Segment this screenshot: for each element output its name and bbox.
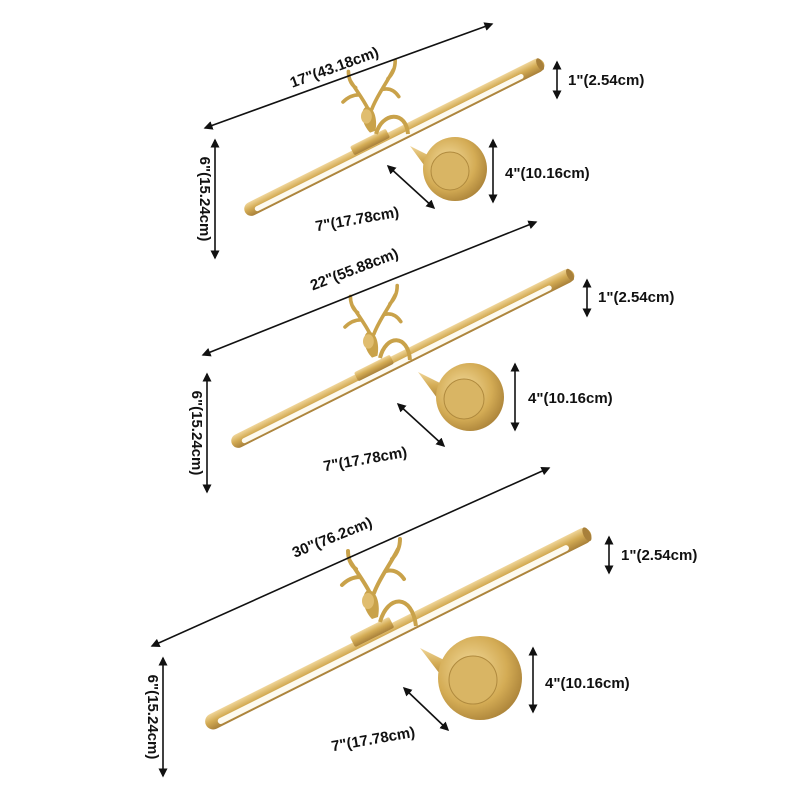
wall-mount-icon <box>418 363 504 431</box>
lamp-bar <box>205 527 592 730</box>
base-label: 4"(10.16cm) <box>505 165 590 182</box>
lamp-bar <box>244 58 545 216</box>
height-label: 6"(15.24cm) <box>144 675 161 760</box>
arm-arrow <box>386 164 436 210</box>
antler-icon <box>341 58 401 133</box>
arm-label: 7"(17.78cm) <box>314 204 400 235</box>
fixture-22in <box>231 268 575 448</box>
base-label: 4"(10.16cm) <box>528 390 613 407</box>
height-label: 6"(15.24cm) <box>188 391 205 476</box>
width-label: 22"(55.88cm) <box>308 245 401 294</box>
mount-plate <box>354 355 394 381</box>
width-label: 30"(76.2cm) <box>290 514 375 561</box>
wall-mount-icon <box>420 636 522 720</box>
tube-label: 1"(2.54cm) <box>621 547 697 564</box>
antler-icon <box>340 537 406 619</box>
lamp-bar <box>231 268 575 448</box>
width-arrow <box>150 466 551 648</box>
dimension-labels: 17"(43.18cm) 6"(15.24cm) 1"(2.54cm) 4"(1… <box>144 44 697 759</box>
width-label: 17"(43.18cm) <box>288 44 381 92</box>
tube-label: 1"(2.54cm) <box>568 72 644 89</box>
wall-mount-icon <box>410 137 487 201</box>
arm-label: 7"(17.78cm) <box>330 724 416 755</box>
base-label: 4"(10.16cm) <box>545 675 630 692</box>
mount-plate <box>350 129 390 155</box>
antler-icon <box>343 283 403 358</box>
dimension-arrows <box>150 22 614 778</box>
width-arrow <box>201 220 538 357</box>
width-arrow <box>203 22 494 130</box>
height-label: 6"(15.24cm) <box>196 157 213 242</box>
arm-arrow <box>402 686 450 732</box>
arm-arrow <box>396 402 446 448</box>
fixture-30in <box>205 527 592 730</box>
arm-label: 7"(17.78cm) <box>322 444 408 475</box>
tube-label: 1"(2.54cm) <box>598 289 674 306</box>
fixture-17in <box>244 58 545 216</box>
